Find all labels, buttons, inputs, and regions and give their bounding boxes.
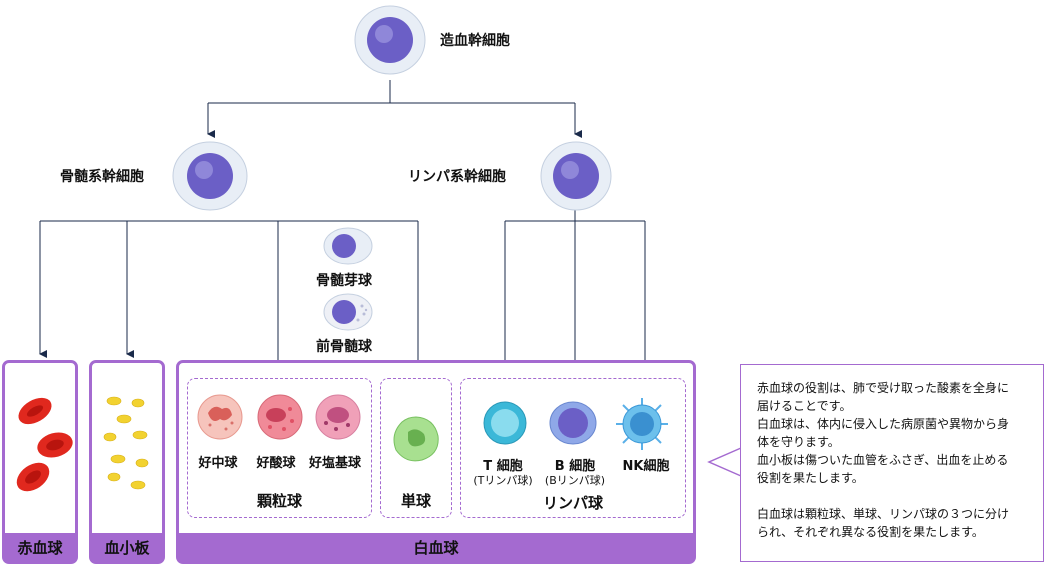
hematopoietic-stem-cell-label: 造血幹細胞: [440, 33, 510, 49]
granulocyte-group-label: 顆粒球: [256, 492, 302, 510]
hematopoietic-stem-cell: [354, 5, 426, 75]
myeloblast-cell: [323, 227, 373, 265]
callout-line: 体を守ります。: [757, 435, 840, 449]
callout-line: 赤血球の役割は、肺で受け取った酸素を全身に: [757, 381, 1010, 395]
nk-cell-label: NK細胞: [622, 459, 670, 474]
callout-line: 血小板は傷ついた血管をふさぎ、出血を止める: [757, 453, 1009, 467]
t-cell-sublabel: (Tリンパ球): [473, 474, 533, 487]
b-cell-label: B 細胞: [554, 459, 596, 474]
b-cell-sublabel: (Bリンパ球): [544, 474, 606, 487]
platelet-cells: [103, 396, 149, 490]
promyelocyte-cell: [323, 293, 373, 331]
lymphoid-stem-cell-label: リンパ系幹細胞: [408, 169, 506, 185]
rbc-cells: [16, 397, 73, 492]
callout-line: 白血球は顆粒球、単球、リンパ球の３つに分け: [757, 507, 1010, 521]
callout-line: 白血球は、体内に侵入した病原菌や異物から身: [757, 417, 1010, 431]
nk-cell: [616, 398, 668, 450]
callout-line: られ、それぞれ異なる役割を果たします。: [757, 525, 984, 539]
myeloid-stem-cell-label: 骨髄系幹細胞: [60, 169, 144, 185]
callout-line: 届けることです。: [757, 399, 852, 413]
monocyte-label: 単球: [400, 492, 431, 510]
lymphoid-stem-cell: [540, 141, 612, 211]
b-cell: [549, 401, 597, 445]
rbc-box: 赤血球: [2, 360, 78, 564]
wbc-box: 白血球: [176, 360, 696, 564]
lymphocyte-group: [460, 378, 686, 518]
myeloid-stem-cell: [172, 141, 248, 211]
granulocyte-group: [187, 378, 372, 518]
explanation-callout: 赤血球の役割は、肺で受け取った酸素を全身に 届けることです。 白血球は、体内に侵…: [740, 364, 1044, 562]
wbc-label: 白血球: [179, 533, 693, 561]
platelet-box: 血小板: [89, 360, 165, 564]
monocyte-cell: [393, 416, 439, 462]
eosinophil-label: 好酸球: [256, 456, 296, 471]
promyelocyte-label: 前骨髄球: [316, 339, 372, 355]
eosinophil-cell: [257, 394, 303, 440]
neutrophil-cell: [197, 394, 243, 440]
basophil-cell: [315, 394, 361, 440]
callout-line: 役割を果たします。: [757, 471, 864, 485]
neutrophil-label: 好中球: [198, 456, 238, 471]
rbc-label: 赤血球: [5, 533, 75, 561]
basophil-label: 好塩基球: [308, 456, 361, 471]
myeloblast-label: 骨髄芽球: [316, 273, 372, 289]
lymphocyte-group-label: リンパ球: [542, 494, 603, 512]
t-cell-label: T 細胞: [483, 459, 523, 474]
platelet-label: 血小板: [92, 533, 162, 561]
monocyte-group: [380, 378, 452, 518]
t-cell: [483, 401, 527, 445]
